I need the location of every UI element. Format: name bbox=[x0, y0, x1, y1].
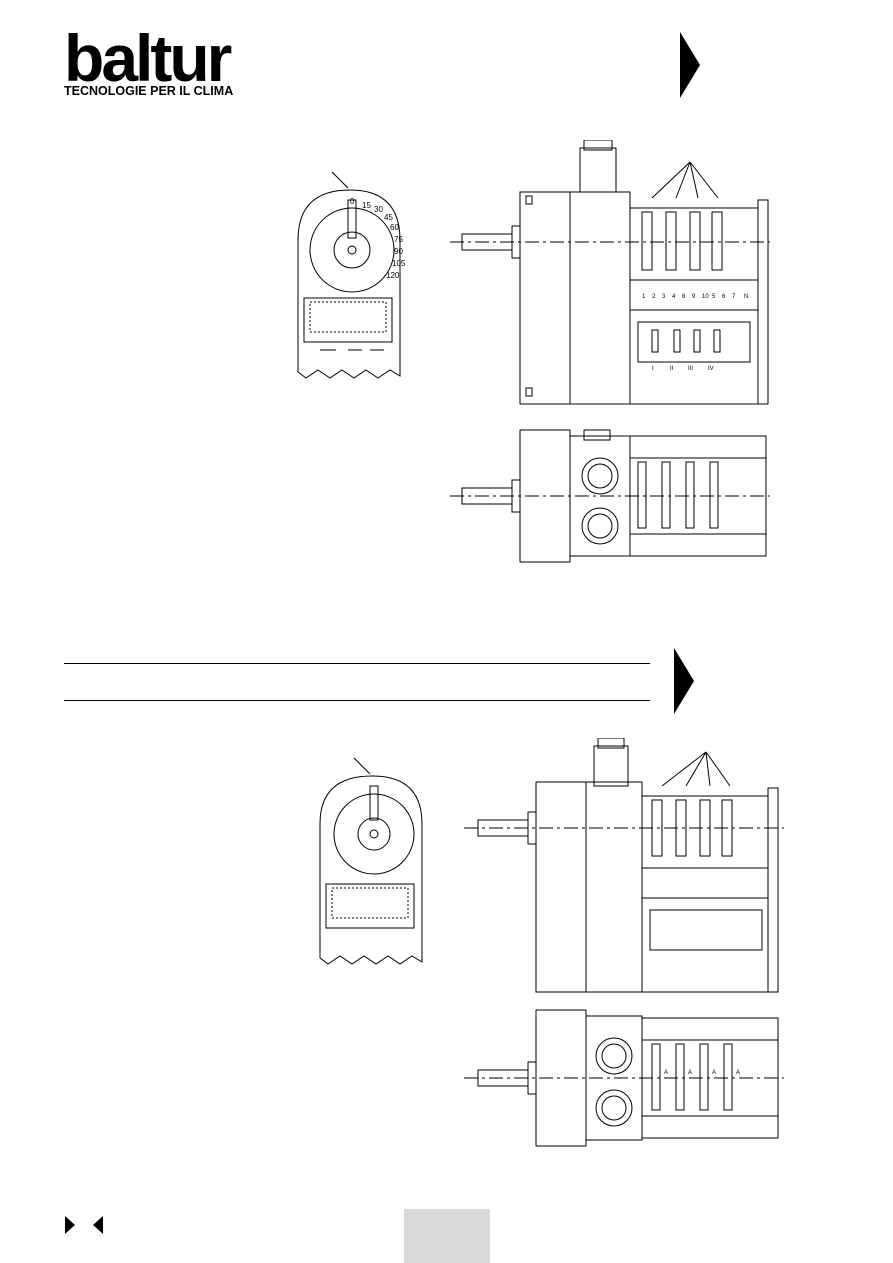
terminal-8: 8 bbox=[682, 294, 686, 300]
terminal-7: 7 bbox=[732, 294, 736, 300]
arrow-left-icon[interactable] bbox=[92, 1216, 104, 1234]
terminal-3: 3 bbox=[662, 294, 666, 300]
terminal-n: N bbox=[744, 294, 748, 300]
rule-bottom bbox=[64, 700, 650, 701]
cam-label-iv: IV bbox=[708, 366, 714, 372]
servomotor-drawing-2: A A A A bbox=[319, 738, 784, 1147]
dial-scale-75: 75 bbox=[394, 235, 403, 244]
logo-wordmark: baltur bbox=[64, 21, 232, 95]
terminal-4: 4 bbox=[672, 294, 676, 300]
terminal-numbers: 1 2 3 4 8 9 10 5 6 7 N bbox=[642, 294, 748, 300]
dial-scale-120: 120 bbox=[386, 271, 400, 280]
cam-label-iii: III bbox=[688, 366, 693, 372]
dial-scale-0: 0 bbox=[350, 197, 355, 206]
dial-scale-105: 105 bbox=[392, 259, 406, 268]
terminal-10: 10 bbox=[702, 294, 709, 300]
logo-tagline: TECNOLOGIE PER IL CLIMA bbox=[64, 84, 234, 98]
dial-scale-15: 15 bbox=[362, 201, 371, 210]
dial-scale-60: 60 bbox=[390, 223, 399, 232]
servomotor-drawing-1: 0 15 30 45 60 75 90 105 120 1 2 3 4 8 bbox=[297, 140, 770, 563]
terminal-1: 1 bbox=[642, 294, 646, 300]
terminal-2: 2 bbox=[652, 294, 656, 300]
terminal-5: 5 bbox=[712, 294, 716, 300]
cam-letter-4: A bbox=[736, 1070, 740, 1076]
cam-labels: I II III IV bbox=[652, 366, 714, 372]
arrow-right-icon[interactable] bbox=[64, 1216, 76, 1234]
servomotor-top-view-2 bbox=[464, 1009, 784, 1147]
section-arrow-icon-bottom bbox=[674, 648, 694, 714]
servomotor-side-view-2 bbox=[464, 738, 784, 993]
dial-front-view-2 bbox=[319, 757, 423, 965]
terminal-6: 6 bbox=[722, 294, 726, 300]
servomotor-side-view bbox=[450, 140, 770, 405]
cam-label-i: I bbox=[652, 366, 654, 372]
dial-scale-90: 90 bbox=[394, 247, 403, 256]
cam-letter-3: A bbox=[712, 1070, 716, 1076]
cam-label-ii: II bbox=[670, 366, 674, 372]
dial-scale-30: 30 bbox=[374, 205, 383, 214]
cam-letter-1: A bbox=[664, 1070, 668, 1076]
dial-scale-45: 45 bbox=[384, 213, 393, 222]
section-arrow-icon-top bbox=[680, 32, 700, 98]
cam-letters-2: A A A A bbox=[664, 1070, 740, 1076]
rule-top bbox=[64, 663, 650, 664]
terminal-9: 9 bbox=[692, 294, 696, 300]
dial-scale: 0 15 30 45 60 75 90 105 120 bbox=[350, 197, 406, 280]
page-number-box bbox=[404, 1209, 490, 1263]
cam-letter-2: A bbox=[688, 1070, 692, 1076]
dial-front-view bbox=[297, 171, 401, 379]
servomotor-top-view bbox=[450, 429, 770, 563]
